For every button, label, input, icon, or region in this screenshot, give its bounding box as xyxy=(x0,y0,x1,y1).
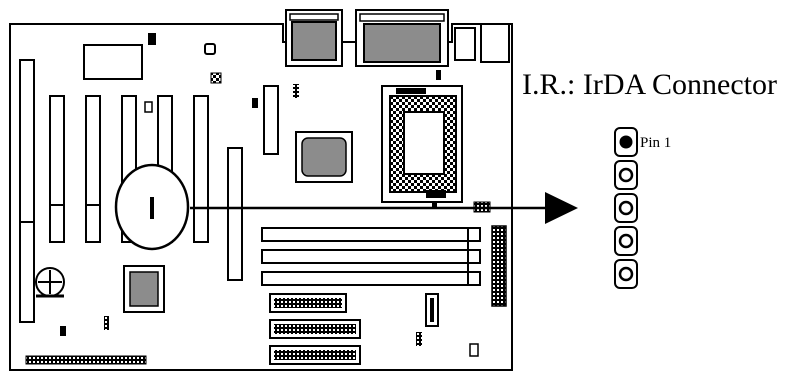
irda-connector-pinout: Pin 1 xyxy=(614,127,671,289)
pin-1-label: Pin 1 xyxy=(640,135,671,151)
bios-chip xyxy=(83,44,143,80)
cpu-socket xyxy=(381,85,463,203)
motherboard-icon xyxy=(9,9,513,371)
arrow-right-icon xyxy=(190,192,578,224)
power-connector xyxy=(491,225,507,307)
page-title: I.R.: IrDA Connector xyxy=(522,68,777,101)
rear-io-ports xyxy=(285,9,510,67)
battery-plus-icon xyxy=(35,267,65,298)
memory-slots xyxy=(261,227,481,286)
front-panel-header xyxy=(25,355,147,365)
ide-connectors xyxy=(269,293,361,365)
